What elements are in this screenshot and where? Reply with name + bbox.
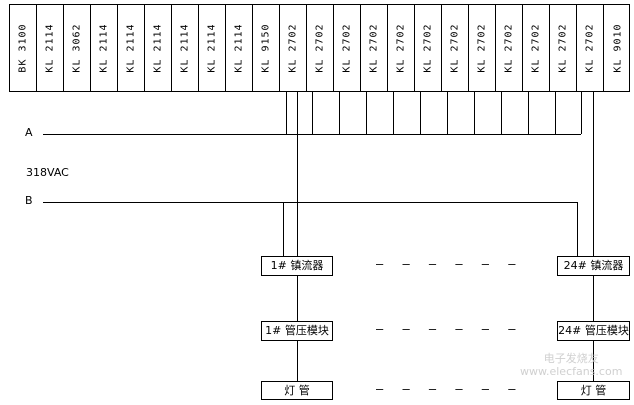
ellipsis-dashes: — — — — — — <box>376 257 522 271</box>
module-kl2114: KL 2114 <box>37 5 64 91</box>
module-kl2702: KL 2702 <box>550 5 577 91</box>
watermark-logo-text: 电子发烧友 <box>543 352 599 365</box>
module-kl2702: KL 2702 <box>577 5 604 91</box>
module-kl2114: KL 2114 <box>91 5 118 91</box>
module-kl2702: KL 2702 <box>388 5 415 91</box>
module-kl2702: KL 2702 <box>469 5 496 91</box>
bus-a-label: A <box>25 126 33 139</box>
module-kl2702: KL 2702 <box>415 5 442 91</box>
watermark: 电子发烧友 www.elecfans.com <box>520 352 622 378</box>
module-kl2114: KL 2114 <box>145 5 172 91</box>
module-kl2702: KL 2702 <box>280 5 307 91</box>
lamp-24-box: 灯 管 <box>557 381 630 400</box>
module-kl2702: KL 2702 <box>496 5 523 91</box>
watermark-url: www.elecfans.com <box>520 365 623 378</box>
tube-voltage-module-1-box: 1# 管压模块 <box>261 321 333 341</box>
tube-voltage-module-24-box: 24# 管压模块 <box>557 321 630 341</box>
module-kl2114: KL 2114 <box>226 5 253 91</box>
module-kl2702: KL 2702 <box>334 5 361 91</box>
module-kl3062: KL 3062 <box>64 5 91 91</box>
bus-b-label: B <box>25 194 33 207</box>
module-kl2114: KL 2114 <box>172 5 199 91</box>
module-kl2702: KL 2702 <box>361 5 388 91</box>
module-kl9150: KL 9150 <box>253 5 280 91</box>
ballast-24-box: 24# 镇流器 <box>557 256 630 276</box>
ballast-1-box: 1# 镇流器 <box>261 256 333 276</box>
io-module-rack: BK 3100 KL 2114 KL 3062 KL 2114 KL 2114 … <box>9 4 630 92</box>
module-kl2114: KL 2114 <box>199 5 226 91</box>
voltage-label: 318VAC <box>26 166 69 179</box>
module-kl2702: KL 2702 <box>442 5 469 91</box>
module-bk3100: BK 3100 <box>10 5 37 91</box>
module-kl2702: KL 2702 <box>307 5 334 91</box>
ellipsis-dashes: — — — — — — <box>376 382 522 396</box>
module-kl2702: KL 2702 <box>523 5 550 91</box>
module-kl2114: KL 2114 <box>118 5 145 91</box>
lamp-1-box: 灯 管 <box>261 381 333 400</box>
ellipsis-dashes: — — — — — — <box>376 322 522 336</box>
